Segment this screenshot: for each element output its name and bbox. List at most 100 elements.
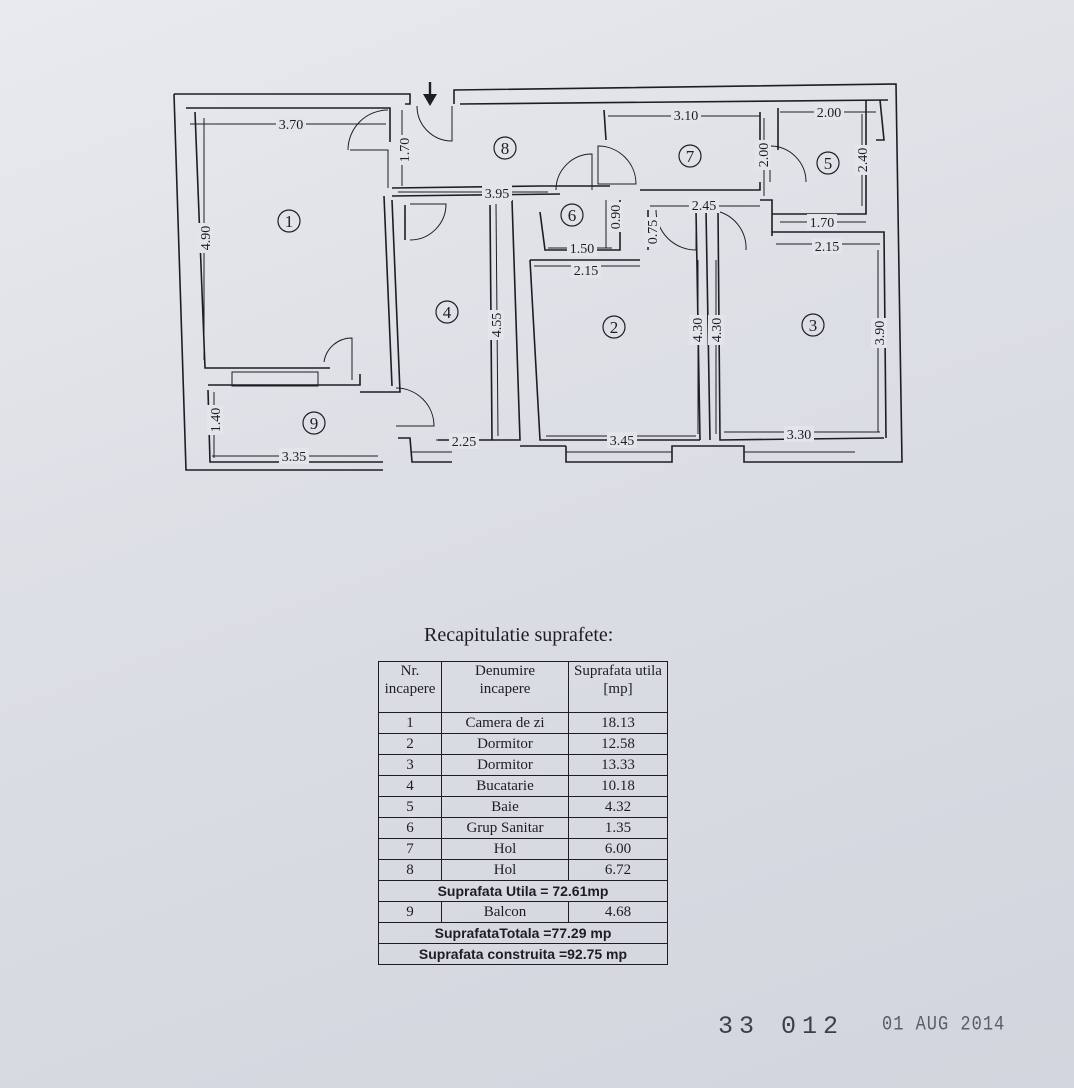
dimension-label: 0.75 [646, 220, 661, 245]
dimension-label: 2.15 [574, 264, 599, 279]
dimension-label: 1.70 [398, 138, 413, 163]
row-nr: 5 [378, 796, 442, 818]
row-name: Grup Sanitar [441, 817, 569, 839]
room-number-6: 6 [560, 203, 584, 227]
row-area: 18.13 [568, 712, 668, 734]
summary-title: Recapitulatie suprafete: [424, 624, 614, 646]
room-number-8: 8 [493, 136, 517, 160]
dimension-label: 1.50 [570, 242, 595, 257]
dimension-label: 4.30 [710, 318, 725, 343]
dimension-label: 2.00 [757, 143, 772, 168]
row-name: Hol [441, 859, 569, 881]
row-nr: 9 [378, 901, 442, 923]
dimension-lines [190, 110, 880, 458]
header-nr-line1: Nr. [400, 663, 420, 679]
dimension-label: 2.00 [817, 106, 842, 121]
row-nr: 3 [378, 754, 442, 776]
svg-text:4: 4 [443, 303, 452, 322]
row-name: Hol [441, 838, 569, 860]
row-nr: 4 [378, 775, 442, 797]
dimension-label: 3.70 [279, 118, 304, 133]
row-nr: 1 [378, 712, 442, 734]
row-area: 4.32 [568, 796, 668, 818]
room-number-1: 1 [277, 209, 301, 233]
dimension-label: 3.10 [674, 109, 699, 124]
area-summary-table: Nr. incapere Denumire incapere Suprafata u… [378, 661, 668, 965]
table-header-row: Nr. incapere Denumire incapere Suprafata u… [378, 661, 668, 713]
row-nr: 7 [378, 838, 442, 860]
room-number-labels: 1 2 3 4 5 6 7 8 9 [277, 136, 840, 435]
svg-text:5: 5 [824, 154, 833, 173]
room-number-5: 5 [816, 151, 840, 175]
util-total: Suprafata Utila = 72.61mp [378, 880, 668, 902]
dimension-label: 3.35 [282, 450, 307, 465]
row-area: 4.68 [568, 901, 668, 923]
dimension-label: 2.25 [452, 435, 477, 450]
dimension-label: 0.90 [609, 205, 624, 230]
stamp-number: 33 012 [718, 1012, 845, 1041]
row-area: 6.00 [568, 838, 668, 860]
room-number-2: 2 [602, 315, 626, 339]
header-name-line2: incapere [479, 681, 531, 697]
dimension-label: 3.45 [610, 434, 635, 449]
svg-text:7: 7 [686, 147, 695, 166]
stamp-date: 01 AUG 2014 [882, 1014, 1006, 1037]
header-nr: Nr. incapere [378, 661, 442, 713]
svg-text:8: 8 [501, 139, 510, 158]
entrance-arrow-icon [423, 82, 437, 106]
row-nr: 6 [378, 817, 442, 839]
dimension-label: 2.45 [692, 199, 717, 214]
row-name: Bucatarie [441, 775, 569, 797]
svg-text:1: 1 [285, 212, 294, 231]
util-total-row: Suprafata Utila = 72.61mp [378, 880, 668, 902]
row-area: 13.33 [568, 754, 668, 776]
header-nr-line2: incapere [384, 681, 436, 697]
dimension-label: 1.70 [810, 216, 835, 231]
built-row: Suprafata construita =92.75 mp [378, 943, 668, 965]
row-name: Balcon [441, 901, 569, 923]
room-number-3: 3 [801, 313, 825, 337]
dimension-label: 2.15 [815, 240, 840, 255]
plan-walls [173, 83, 903, 471]
row-area: 12.58 [568, 733, 668, 755]
header-name-line1: Denumire [475, 663, 535, 679]
svg-text:3: 3 [809, 316, 818, 335]
dimension-label: 3.30 [787, 428, 812, 443]
room-number-7: 7 [678, 144, 702, 168]
row-name: Camera de zi [441, 712, 569, 734]
row-name: Baie [441, 796, 569, 818]
total-row: SuprafataTotala =77.29 mp [378, 922, 668, 944]
dimension-label: 4.30 [691, 318, 706, 343]
row-name: Dormitor [441, 754, 569, 776]
row-nr: 2 [378, 733, 442, 755]
dimension-label: 3.95 [485, 187, 510, 202]
row-area: 10.18 [568, 775, 668, 797]
room-number-9: 9 [302, 411, 326, 435]
row-area: 6.72 [568, 859, 668, 881]
room-number-4: 4 [435, 300, 459, 324]
row-area: 1.35 [568, 817, 668, 839]
svg-text:2: 2 [610, 318, 619, 337]
dimension-label: 3.90 [873, 321, 888, 346]
svg-text:9: 9 [310, 414, 319, 433]
dimension-label: 2.40 [856, 148, 871, 173]
row-name: Dormitor [441, 733, 569, 755]
header-name: Denumire incapere [441, 661, 569, 713]
svg-text:6: 6 [568, 206, 577, 225]
dimension-label: 4.90 [199, 226, 214, 251]
built-area: Suprafata construita =92.75 mp [378, 943, 668, 965]
header-area-line1: Suprafata utila [574, 663, 662, 679]
row-nr: 8 [378, 859, 442, 881]
total-area: SuprafataTotala =77.29 mp [378, 922, 668, 944]
